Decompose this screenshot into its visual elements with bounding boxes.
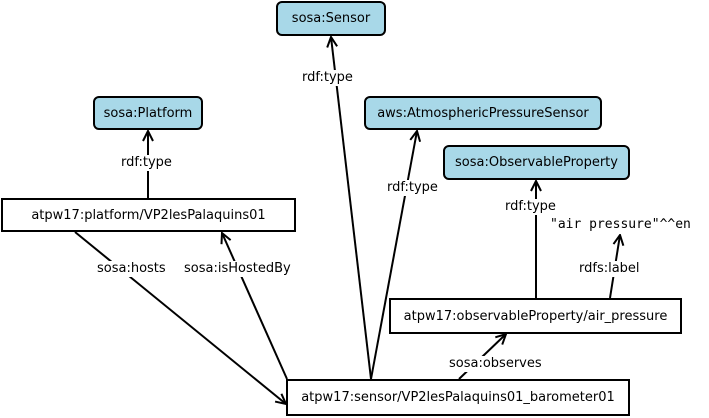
node-sosa-observable-property-label: sosa:ObservableProperty [455,155,618,170]
edge-label-sensor-type: rdf:type [301,70,354,86]
node-sosa-sensor-label: sosa:Sensor [291,11,371,26]
edge-sensor-type [331,37,372,380]
node-aws-atmospheric-pressure-sensor-label: aws:AtmosphericPressureSensor [377,105,589,121]
literal-air-pressure: "air pressure"^^en [550,217,691,232]
edge-label-pressure-sensor-type: rdf:type [386,180,439,196]
edge-label-rdfs-label: rdfs:label [578,261,641,277]
edge-hosts [74,231,286,404]
edge-label-hosts: sosa:hosts [96,261,167,277]
node-sensor-label: atpw17:sensor/VP2lesPalaquins01_baromete… [301,390,615,405]
edge-pressure-sensor-type [370,131,417,380]
node-observable-property-label: atpw17:observableProperty/air_pressure [403,308,668,324]
node-sosa-observable-property: sosa:ObservableProperty [443,145,630,180]
node-platform: atpw17:platform/VP2lesPalaquins01 [1,198,296,232]
node-sosa-platform-label: sosa:Platform [103,105,193,121]
edge-label-is-hosted-by: sosa:isHostedBy [183,261,292,277]
node-sensor: atpw17:sensor/VP2lesPalaquins01_baromete… [286,379,630,416]
node-platform-label: atpw17:platform/VP2lesPalaquins01 [31,207,266,223]
node-observable-property: atpw17:observableProperty/air_pressure [389,298,682,334]
edge-label-platform-type: rdf:type [120,155,173,171]
node-aws-atmospheric-pressure-sensor: aws:AtmosphericPressureSensor [364,96,602,130]
node-sosa-sensor: sosa:Sensor [276,1,386,36]
edge-is-hosted-by [222,233,288,380]
edge-label-observes: sosa:observes [448,356,543,372]
node-sosa-platform: sosa:Platform [93,96,203,130]
edge-label-property-type: rdf:type [504,199,557,215]
